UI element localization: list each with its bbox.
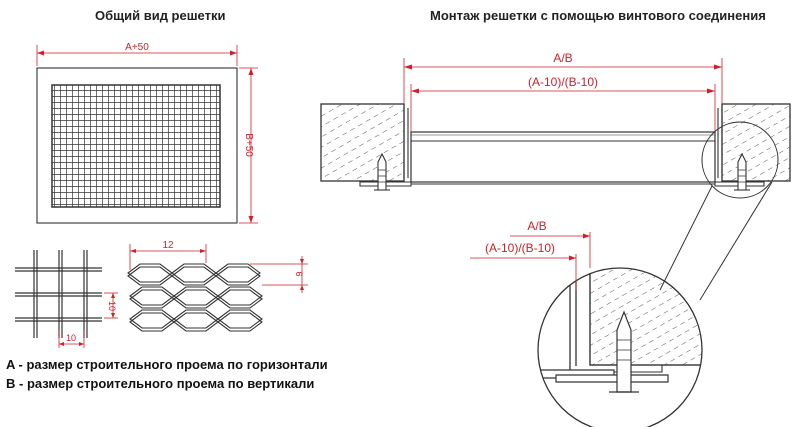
legend-b: B - размер строительного проема по верти… — [6, 376, 315, 391]
grille-body-dimension: (A-10)/(B-10) — [410, 75, 716, 132]
cell-length-label: 12 — [162, 240, 174, 251]
legend-a: A - размер строительного проема по гориз… — [6, 357, 328, 372]
cell-length-dimension: 12 — [129, 240, 207, 270]
opening-label: A/B — [553, 51, 572, 65]
detail-opening-label: A/B — [527, 219, 546, 233]
detail-body-label: (A-10)/(B-10) — [485, 241, 555, 255]
grille-height-label: B+50 — [243, 133, 254, 157]
grille-section — [359, 106, 765, 187]
wall-section-right — [721, 103, 791, 182]
screw-left — [374, 152, 390, 191]
mesh-pitch-side-label: 10 — [107, 301, 117, 311]
square-mesh-detail — [15, 250, 102, 338]
grille-width-dimension: A+50 — [36, 42, 238, 66]
grille-front-view — [36, 67, 238, 224]
opening-dimension: A/B — [403, 51, 723, 104]
mesh-pitch-dimension: 10 — [58, 330, 85, 348]
grille-height-dimension: B+50 — [239, 67, 258, 224]
cell-height-dimension: 6 — [250, 256, 308, 293]
general-view-title: Общий вид решетки — [95, 8, 226, 23]
wall-section-left — [320, 103, 405, 182]
enlarged-detail-view — [537, 267, 703, 427]
mounting-title: Монтаж решетки с помощью винтового соеди… — [430, 8, 766, 23]
cell-height-label: 6 — [294, 271, 304, 276]
grille-body-label: (A-10)/(B-10) — [528, 75, 598, 89]
mesh-pitch-label: 10 — [66, 333, 76, 343]
mesh-pitch-side-dimension: 10 — [104, 292, 118, 319]
expanded-metal-detail — [127, 263, 263, 332]
detail-callout — [659, 121, 779, 301]
grille-width-label: A+50 — [125, 42, 149, 53]
detail-opening-dimension: A/B — [510, 219, 591, 268]
detail-body-dimension: (A-10)/(B-10) — [470, 241, 577, 290]
screw-right — [734, 152, 750, 191]
